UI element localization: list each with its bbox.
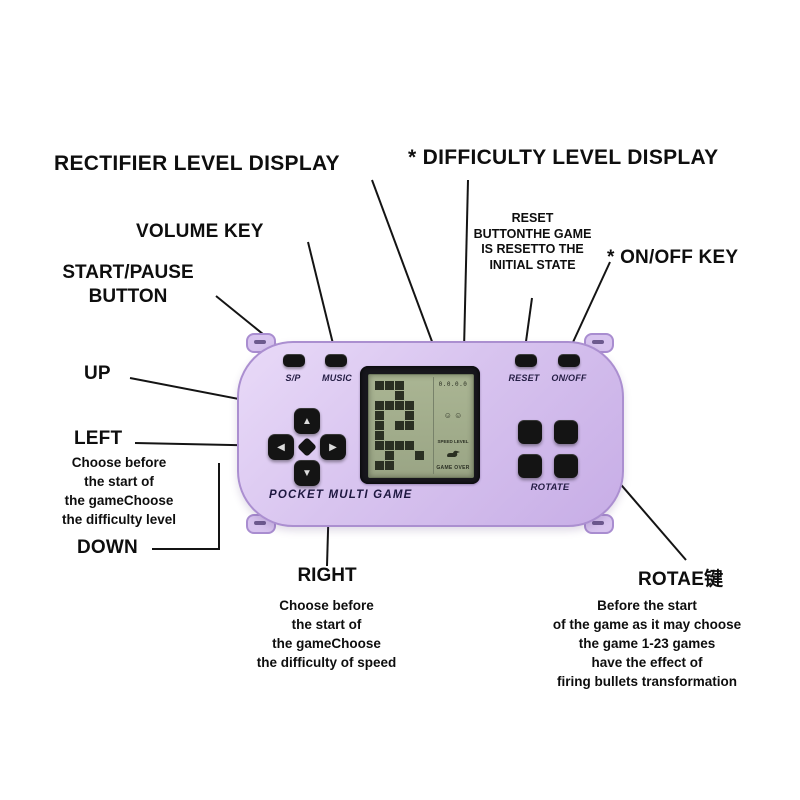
label-left-desc-line1: Choose before [71,455,167,470]
lcd-score: 0.0.0.0 [438,381,468,388]
rotate-button-2 [554,420,578,444]
brand-text: POCKET MULTI GAME [269,489,413,501]
lcd-speed-label: SPEED LEVEL [437,439,469,444]
label-rotate-desc-line3: the game 1-23 games [578,636,716,651]
lcd-screen: 0.0.0.0 ☺ ☺ SPEED LEVEL GAME OVER [368,374,474,478]
dpad-right-button: ▶ [320,434,346,460]
label-start-pause-button: START/PAUSE BUTTON [38,261,218,309]
music-button-label: MUSIC [322,373,352,383]
arrow-left-icon: ◀ [277,441,285,453]
lcd-player-icons: ☺ ☺ [443,411,463,420]
line-down [152,463,220,550]
game-console: S/P MUSIC RESET ON/OFF 0.0.0.0 ☺ ☺ SPEED… [237,341,624,527]
label-difficulty-level-display: * DIFFICULTY LEVEL DISPLAY [408,146,719,169]
hook-slot [592,521,604,525]
label-rotate-desc-line2: of the game as it may choose [552,617,742,632]
label-rotate-description: Before the start of the game as it may c… [512,596,782,691]
label-volume-key: VOLUME KEY [136,221,264,242]
label-start-pause-line1: START/PAUSE [62,262,194,283]
arrow-up-icon: ▲ [302,415,312,427]
label-right: RIGHT [282,564,372,588]
label-left-desc-line2: the start of [84,474,154,489]
start-pause-button [283,354,305,367]
label-down: DOWN [77,537,138,558]
dpad-center [297,437,317,457]
label-reset-line2: IS RESETTO THE [481,242,584,256]
line-volume [307,241,337,357]
label-rotate-desc-line4: have the effect of [591,655,703,670]
hook-slot [254,521,266,525]
label-left-description: Choose before the start of the gameChoos… [26,453,212,529]
label-right-title: RIGHT [297,565,357,586]
dpad-up-button: ▲ [294,408,320,434]
label-reset-line3: INITIAL STATE [489,257,576,272]
label-reset-block: RESET BUTTONTHE GAME IS RESETTO THE INIT… [455,211,610,273]
on-off-button-label: ON/OFF [551,373,587,383]
rotate-buttons-label: ROTATE [530,482,570,493]
rotate-button-3 [518,454,542,478]
label-right-desc-line4: the difficulty of speed [256,655,397,670]
music-volume-button [325,354,347,367]
label-up: UP [84,363,111,384]
label-reset-title: RESET [511,211,554,225]
label-rectifier-level-display: RECTIFIER LEVEL DISPLAY [54,152,340,175]
label-rotate-desc-line1: Before the start [597,598,697,613]
label-reset-line1: BUTTONTHE GAME [473,226,592,241]
on-off-button [558,354,580,367]
lcd-game-over-label: GAME OVER [436,465,470,471]
label-right-desc-line3: the gameChoose [272,636,381,651]
reset-button-label: RESET [508,373,540,383]
line-on-off [567,261,611,354]
arrow-down-icon: ▼ [302,467,312,479]
duck-icon [445,447,461,465]
label-right-description: Choose before the start of the gameChoos… [224,596,429,672]
rotate-button-1 [518,420,542,444]
label-left-desc-line3: the gameChoose [64,493,174,508]
label-left: LEFT [74,428,123,449]
rotate-button-4 [554,454,578,478]
label-rotate-key: ROTAE键 [638,569,724,590]
screen-bezel: 0.0.0.0 ☺ ☺ SPEED LEVEL GAME OVER [360,366,480,484]
tetris-blocks [375,381,384,390]
label-rotate-desc-line5: firing bullets transformation [556,674,737,689]
label-right-desc-line1: Choose before [279,598,374,613]
lcd-side-panel: 0.0.0.0 ☺ ☺ SPEED LEVEL GAME OVER [433,377,472,474]
label-left-desc-line4: the difficulty level [61,512,177,527]
label-on-off-key: * ON/OFF KEY [607,247,739,268]
reset-button [515,354,537,367]
hook-slot [254,340,266,344]
label-right-desc-line2: the start of [291,617,362,632]
dpad-down-button: ▼ [294,460,320,486]
hook-slot [592,340,604,344]
sp-button-label: S/P [285,373,301,383]
label-start-pause-line2: BUTTON [88,286,168,307]
arrow-right-icon: ▶ [329,441,337,453]
dpad-left-button: ◀ [268,434,294,460]
